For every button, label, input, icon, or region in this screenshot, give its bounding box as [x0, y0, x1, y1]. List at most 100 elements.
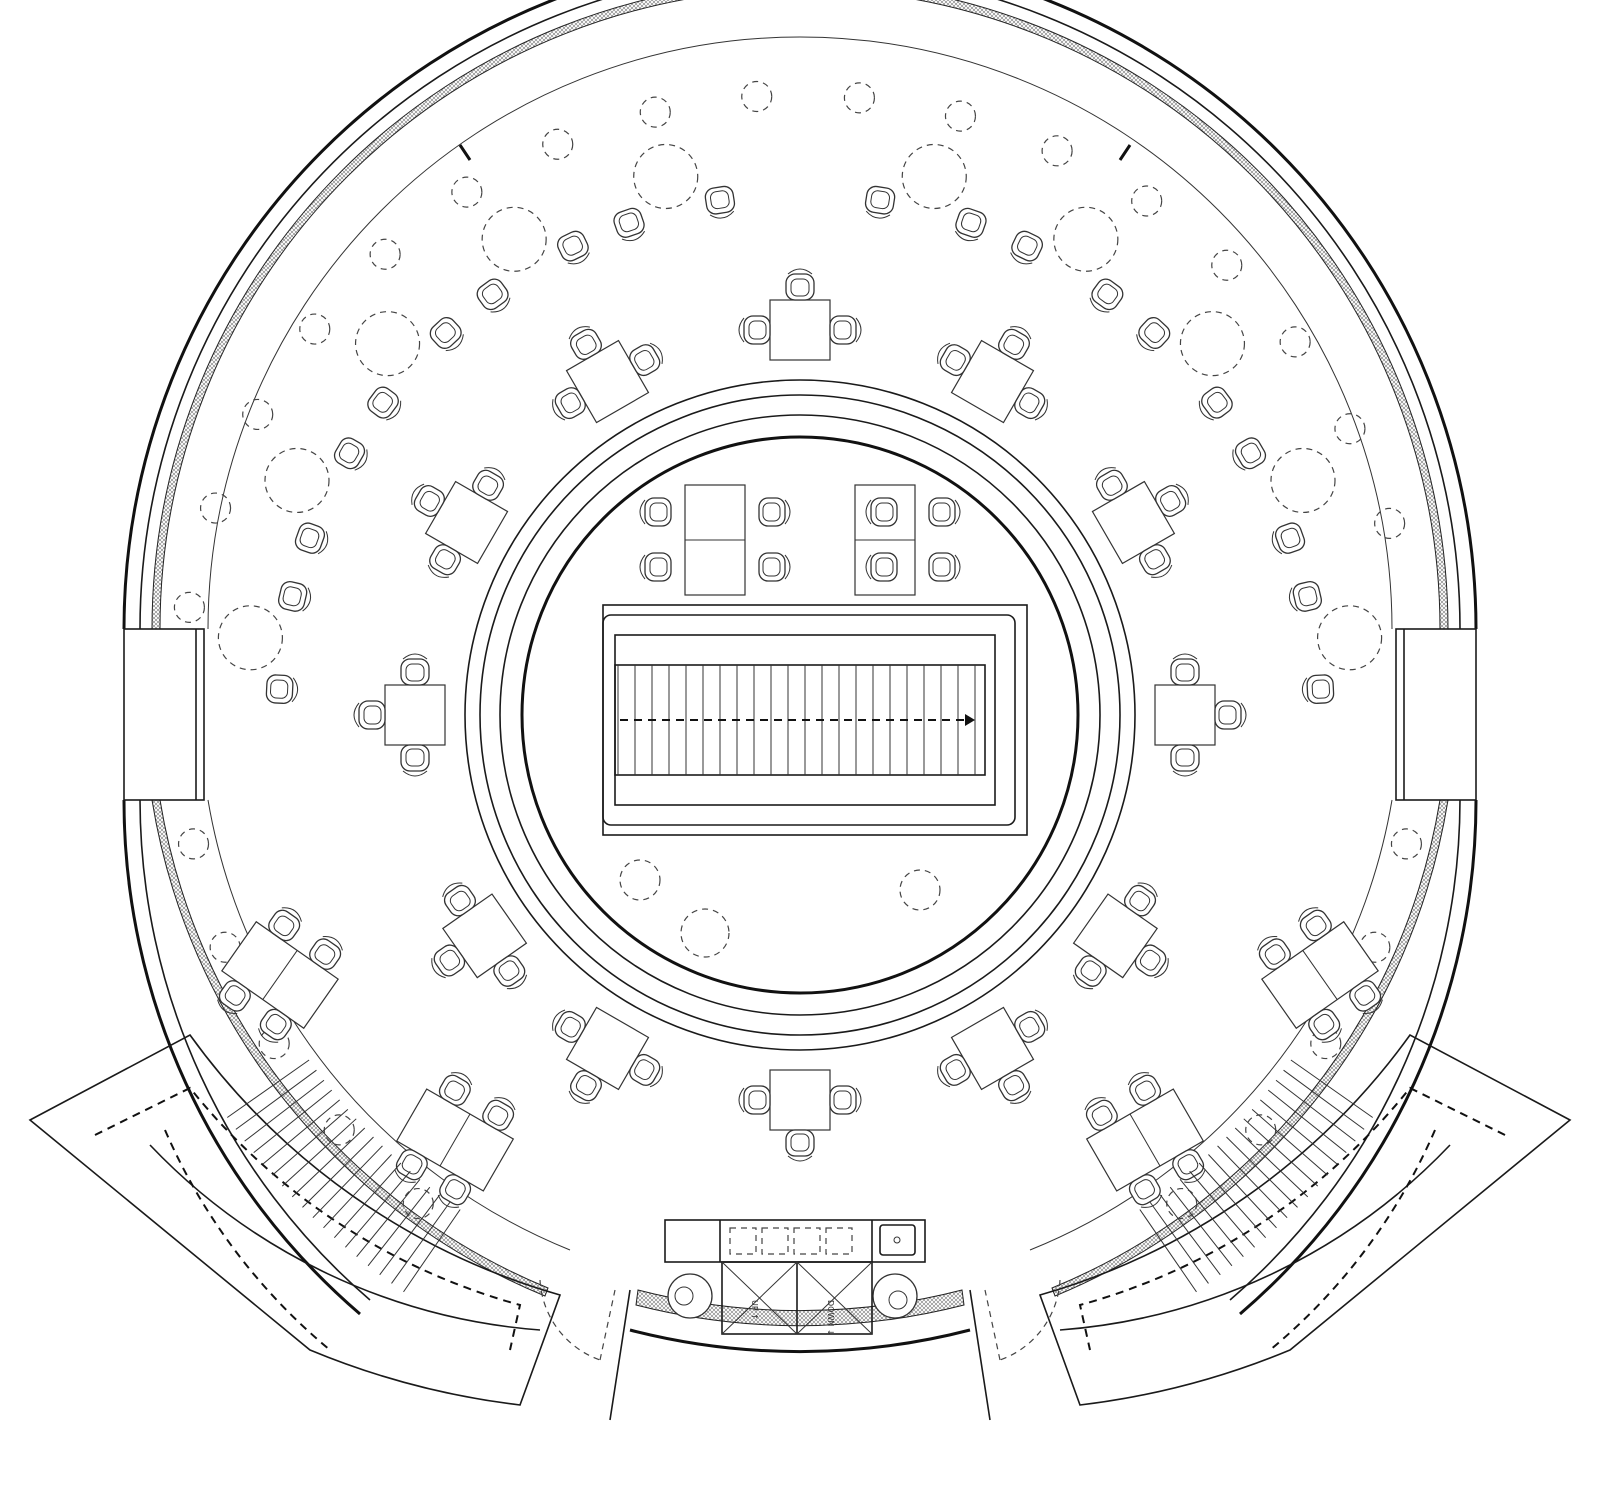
chair-seat — [429, 317, 462, 349]
chair — [1214, 700, 1247, 730]
chair — [1155, 483, 1189, 517]
chair-seat — [268, 909, 301, 942]
round-table — [901, 143, 967, 210]
stool — [1041, 135, 1073, 167]
stool — [944, 100, 977, 132]
chair-seat — [1095, 469, 1128, 501]
chair-cushion — [445, 1179, 466, 1200]
table-split — [1129, 1113, 1161, 1167]
chair-back — [784, 499, 791, 525]
chair-back — [1198, 400, 1214, 421]
chair-seat — [939, 344, 971, 377]
chair-back — [1154, 958, 1169, 979]
step — [253, 1089, 333, 1154]
chair — [431, 944, 466, 979]
central-core — [464, 379, 1136, 1051]
chair-cushion — [1354, 985, 1376, 1006]
chair — [758, 497, 791, 527]
chair — [954, 207, 987, 242]
perimeter-stools — [173, 80, 1423, 1220]
chair-seat — [704, 185, 736, 215]
chair — [865, 552, 898, 582]
stool — [199, 492, 232, 524]
chair-cushion — [945, 349, 966, 371]
chair — [738, 315, 771, 345]
chair — [353, 700, 386, 730]
step — [291, 1127, 366, 1198]
chair — [1308, 1008, 1342, 1043]
step — [312, 1145, 383, 1219]
chair — [785, 1129, 815, 1162]
stool — [177, 828, 210, 860]
chair — [639, 552, 672, 582]
chair — [258, 1008, 292, 1043]
chair-cushion — [299, 527, 320, 549]
chair — [429, 317, 464, 352]
chair-cushion — [372, 391, 393, 413]
left-door-label: UP ↑ — [750, 1300, 759, 1320]
stool — [1390, 828, 1423, 860]
chair-cushion — [870, 190, 891, 210]
chair-back — [1140, 1194, 1163, 1208]
chair — [928, 552, 961, 582]
chair-back — [552, 399, 566, 421]
chair-cushion — [790, 278, 810, 297]
long-table — [1084, 1072, 1206, 1208]
step — [333, 1162, 402, 1238]
chair — [1123, 882, 1158, 917]
chair-cushion — [1305, 915, 1327, 937]
chair-seat — [998, 328, 1030, 360]
step — [1234, 1127, 1309, 1198]
square-table — [552, 1006, 663, 1104]
chair — [442, 882, 477, 917]
chair-seat — [570, 1070, 602, 1102]
chair-back — [639, 499, 646, 525]
chair-seat — [613, 207, 645, 238]
round-table — [1316, 605, 1383, 671]
chair-seat — [294, 522, 326, 554]
chair-cushion — [405, 663, 425, 682]
chair-cushion — [269, 679, 289, 699]
chair — [552, 387, 586, 421]
step — [227, 1059, 310, 1118]
core-chairs — [639, 497, 961, 582]
chair-cushion — [562, 235, 583, 256]
chair-cushion — [1298, 586, 1318, 607]
chair-back — [1034, 1009, 1048, 1031]
step — [1267, 1089, 1347, 1154]
chair-seat — [1138, 544, 1171, 576]
chair — [738, 1085, 771, 1115]
round-table — [264, 447, 330, 514]
table-split — [439, 1113, 471, 1167]
step — [1179, 1178, 1244, 1258]
chair-cushion — [1139, 949, 1161, 971]
chair-seat — [1306, 674, 1335, 704]
stool — [1131, 185, 1163, 217]
chair-cushion — [282, 586, 302, 607]
step — [1149, 1201, 1209, 1284]
chair-back — [738, 1087, 745, 1113]
chair-seat — [1299, 909, 1332, 942]
chair-back — [1232, 449, 1246, 471]
chair-seat — [476, 278, 509, 311]
chair — [268, 907, 302, 942]
chair — [785, 268, 815, 301]
chair-cushion — [762, 557, 781, 577]
chair-back — [568, 1090, 590, 1104]
chair-back — [445, 334, 464, 352]
round-table — [1053, 206, 1119, 272]
step — [262, 1099, 341, 1165]
chair-back — [258, 1028, 279, 1043]
arrow-right-icon — [965, 714, 975, 726]
chair — [1170, 653, 1200, 686]
chair-back — [1257, 936, 1278, 951]
chair — [704, 185, 736, 219]
outer-chairs — [265, 185, 1335, 704]
chair-back — [386, 400, 402, 421]
chair-cushion — [434, 322, 456, 344]
chair-cushion — [618, 212, 640, 233]
chair — [1288, 580, 1323, 612]
step — [1208, 1154, 1277, 1229]
square-table — [1091, 467, 1189, 578]
step — [1251, 1109, 1328, 1176]
